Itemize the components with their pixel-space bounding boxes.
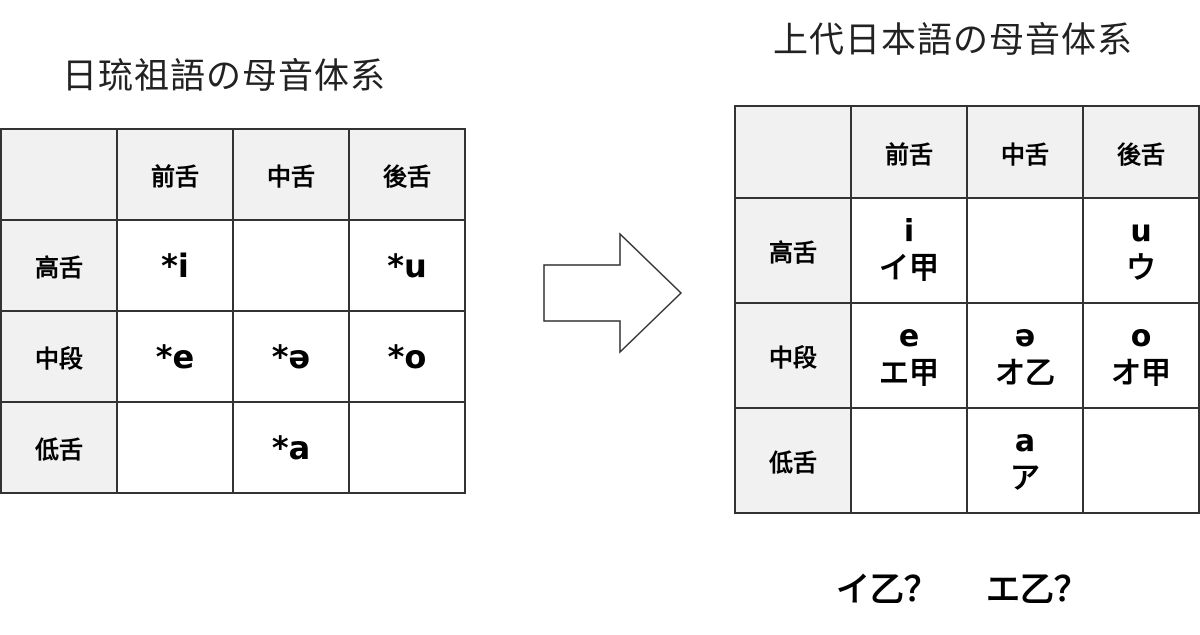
right-corner-cell (734, 105, 852, 199)
bottom-question-note: イ乙？ エ乙？ (836, 562, 1088, 611)
left-cell: *u (348, 219, 466, 312)
right-col-header: 中舌 (966, 105, 1084, 199)
right-col-header: 後舌 (1082, 105, 1200, 199)
right-cell-phoneme: u (1130, 213, 1152, 249)
left-cell: *ə (232, 310, 350, 403)
left-title: 日琉祖語の母音体系 (62, 57, 387, 97)
note-e-otsu: エ乙？ (986, 570, 1088, 610)
right-header-row: 前舌 中舌 後舌 (734, 105, 1200, 199)
left-cell: *a (232, 401, 350, 494)
left-col-header: 後舌 (348, 128, 466, 221)
left-cell: *e (116, 310, 234, 403)
right-cell-kana: オ乙 (995, 355, 1055, 391)
right-row-header: 高舌 (734, 197, 852, 304)
left-cell (232, 219, 350, 312)
left-header-row: 前舌 中舌 後舌 (0, 128, 466, 221)
right-arrow-icon (543, 232, 683, 354)
right-cell-kana: ウ (1126, 250, 1156, 286)
left-cell (116, 401, 234, 494)
left-vowel-table: 前舌 中舌 後舌 高舌 *i *u 中段 *e *ə *o 低舌 *a (0, 128, 466, 494)
left-row-header: 中段 (0, 310, 118, 403)
left-row: 高舌 *i *u (0, 219, 466, 312)
right-cell-phoneme: i (903, 213, 915, 249)
right-cell (850, 407, 968, 514)
right-cell-phoneme: ə (1014, 318, 1036, 354)
left-row-header: 低舌 (0, 401, 118, 494)
right-cell-phoneme: e (898, 318, 920, 354)
left-row-header: 高舌 (0, 219, 118, 312)
right-col-header: 前舌 (850, 105, 968, 199)
note-i-otsu: イ乙？ (836, 570, 938, 610)
right-cell-kana: エ甲 (879, 355, 939, 391)
left-cell: *o (348, 310, 466, 403)
left-cell: *i (116, 219, 234, 312)
right-title: 上代日本語の母音体系 (773, 21, 1134, 61)
right-cell-phoneme: o (1130, 318, 1152, 354)
right-cell-kana: オ甲 (1111, 355, 1171, 391)
right-row-header: 低舌 (734, 407, 852, 514)
left-cell (348, 401, 466, 494)
right-cell-kana: イ甲 (879, 250, 939, 286)
left-row: 低舌 *a (0, 401, 466, 494)
right-cell-kana: ア (1010, 460, 1040, 496)
right-cell (1082, 407, 1200, 514)
left-col-header: 中舌 (232, 128, 350, 221)
left-col-header: 前舌 (116, 128, 234, 221)
right-row-header: 中段 (734, 302, 852, 409)
right-cell (966, 197, 1084, 304)
right-cell-phoneme: a (1014, 423, 1036, 459)
left-corner-cell (0, 128, 118, 221)
left-row: 中段 *e *ə *o (0, 310, 466, 403)
